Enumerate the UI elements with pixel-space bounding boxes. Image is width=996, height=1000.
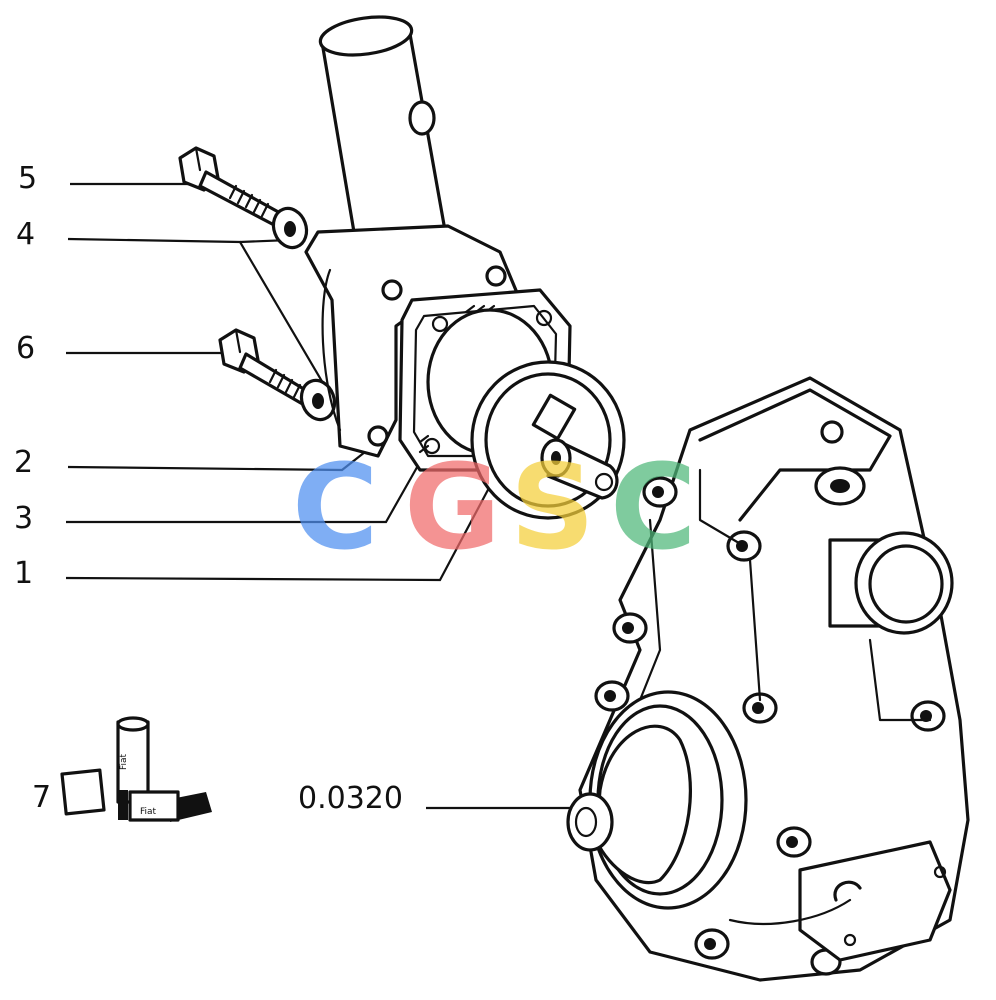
leader-1 [65, 485, 491, 582]
callout-4: 4 [16, 217, 35, 252]
callout-6: 6 [16, 331, 35, 366]
leader-4 [67, 237, 331, 396]
leader-2 [67, 451, 366, 472]
bolt-lower [218, 328, 314, 408]
washer-upper [271, 206, 309, 250]
callout-3: 3 [14, 501, 33, 536]
leader-lines [65, 182, 580, 810]
watermark-letter-s: S [510, 438, 595, 576]
leader-3 [66, 461, 421, 524]
bolt-upper [178, 146, 284, 228]
callout-labels: 5 4 6 2 3 1 7 0.0320 [14, 161, 403, 816]
callout-2: 2 [14, 445, 33, 480]
watermark-letter-c2: C [610, 438, 697, 576]
kit-package-label: Fiat [119, 753, 129, 770]
callout-5: 5 [18, 161, 37, 196]
watermark-letter-c1: C [292, 438, 379, 576]
washer-lower [299, 378, 337, 422]
thermostat [426, 308, 626, 520]
outlet-housing [304, 15, 522, 458]
watermark-letter-g: G [404, 438, 501, 576]
watermark: C G S C [292, 438, 697, 576]
water-pump-assembly [566, 376, 970, 982]
kit-box-label: Fiat [140, 807, 157, 817]
callout-1: 1 [14, 556, 33, 591]
callout-assembly: 0.0320 [298, 781, 403, 816]
gasket-kit: Fiat Fiat [60, 716, 212, 822]
callout-7: 7 [32, 780, 51, 815]
